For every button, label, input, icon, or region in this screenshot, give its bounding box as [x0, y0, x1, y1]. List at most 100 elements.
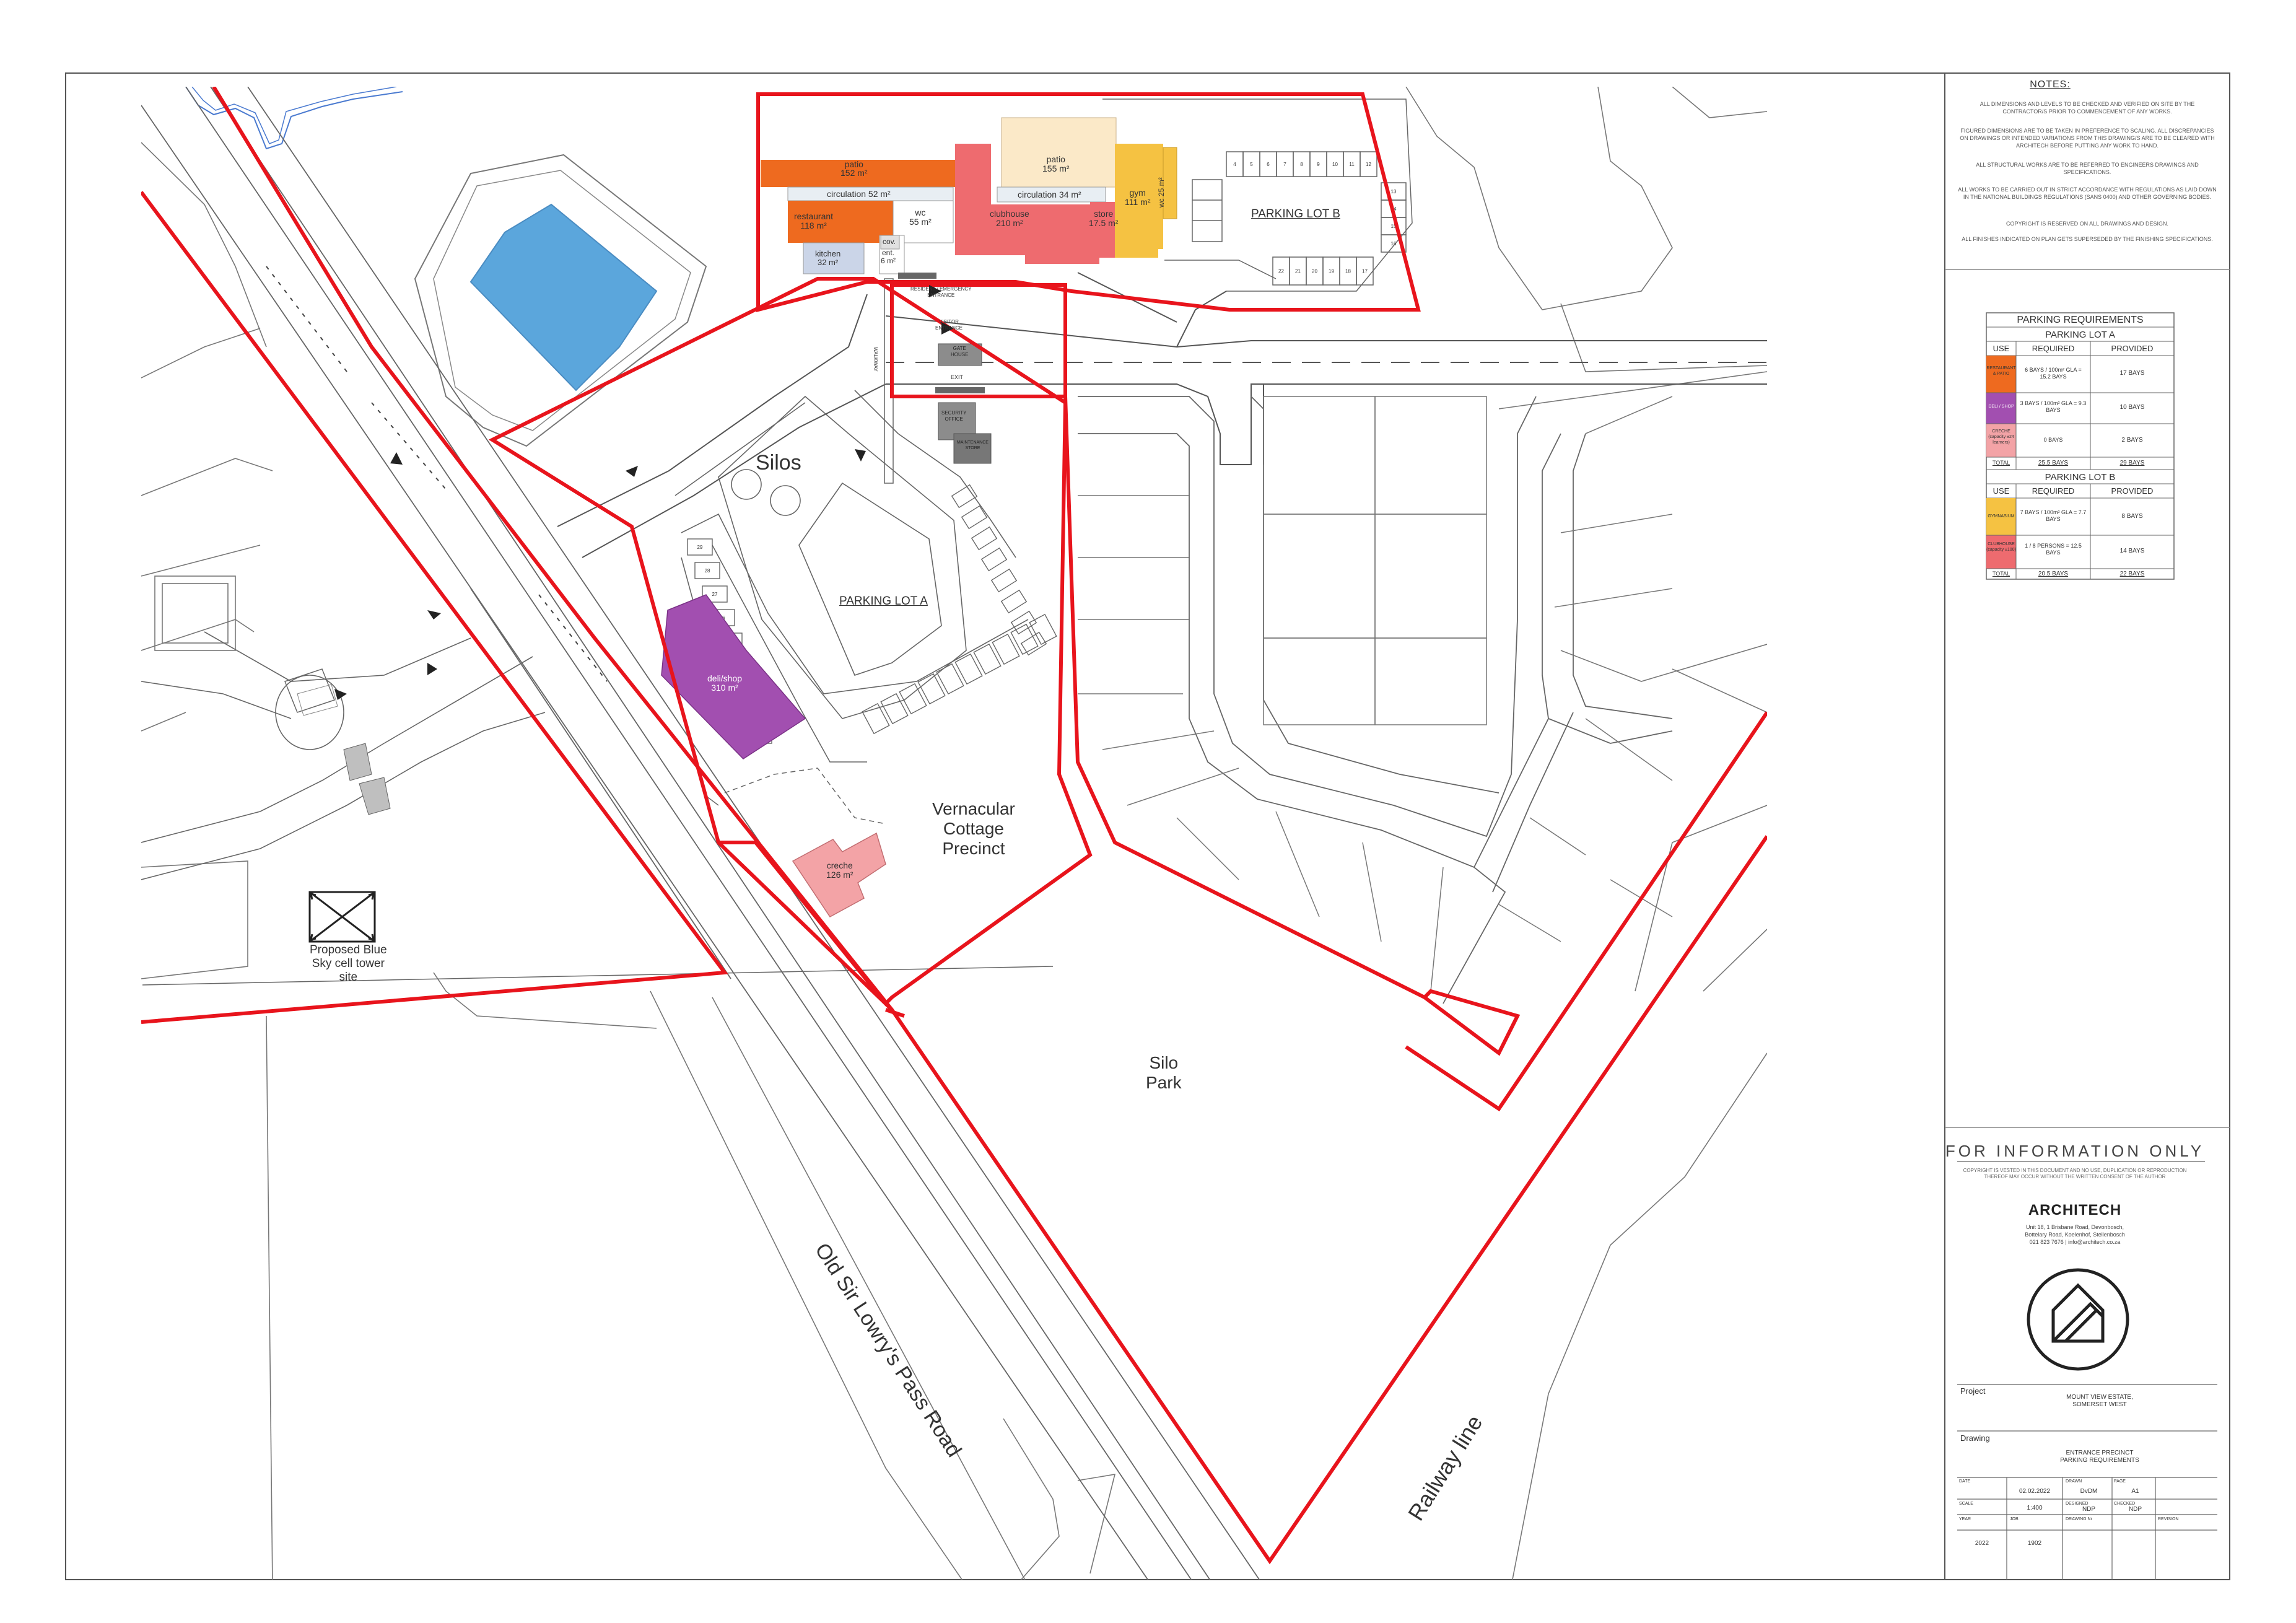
bay-number: 6 — [1267, 162, 1270, 167]
bay-number: 5 — [1250, 162, 1253, 167]
gatehouse-label: GATE HOUSE — [951, 346, 969, 357]
scale-label: SCALE — [1959, 1502, 1973, 1506]
year-label: YEAR — [1959, 1517, 1971, 1521]
wc-right — [1163, 147, 1177, 219]
cov-label: cov. — [883, 237, 896, 246]
note-2: FIGURED DIMENSIONS ARE TO BE TAKEN IN PR… — [1960, 128, 2215, 149]
for-information-only: FOR INFORMATION ONLY — [1945, 1142, 2205, 1160]
row-b2-req: 1 / 8 PERSONS = 12.5 BAYS — [2025, 543, 2082, 556]
lot-a-title: PARKING LOT A — [2045, 330, 2115, 340]
page-label: PAGE — [2114, 1479, 2126, 1484]
parking-bay — [973, 643, 1002, 675]
maintenance-label: MAINTENANCE STORE — [957, 440, 989, 450]
deli-shop-block — [661, 594, 806, 759]
parking-bay — [880, 693, 909, 725]
security-label: SECURITY OFFICE — [941, 410, 967, 422]
property-lines — [141, 87, 1767, 1580]
parking-bay — [1029, 613, 1057, 645]
swimming-pool — [469, 203, 658, 392]
parking-bay — [1010, 610, 1037, 635]
bay-number: 27 — [712, 592, 718, 597]
note-1: ALL DIMENSIONS AND LEVELS TO BE CHECKED … — [1980, 101, 2195, 115]
bay-number: 4 — [1233, 162, 1236, 167]
parking-bay: 28 — [694, 562, 720, 579]
visitor-entrance-label: VISITOR ENTRANCE — [935, 319, 963, 331]
circulation-right — [997, 186, 1106, 203]
row-a3-prov: 2 BAYS — [2121, 437, 2143, 444]
notes-title: NOTES: — [2030, 79, 2071, 90]
header-use: USE — [1993, 344, 2010, 353]
parking-bay — [951, 484, 978, 509]
restaurant-block — [788, 201, 893, 243]
drawing-name: ENTRANCE PRECINCT PARKING REQUIREMENTS — [2060, 1450, 2139, 1464]
row-a3-req: 0 BAYS — [2043, 437, 2063, 443]
date-label: DATE — [1959, 1479, 1971, 1484]
lot-b-title: PARKING LOT B — [2045, 472, 2116, 483]
residential-roads — [1078, 396, 1673, 1004]
row-a1-use: RESTAURANT & PATIO — [1986, 366, 2016, 376]
pool-area — [414, 154, 707, 447]
boundary-lines — [141, 87, 1767, 1565]
parking-bay — [971, 526, 998, 551]
header-provided: PROVIDED — [2111, 344, 2154, 353]
walkway-label: WALKWAY — [873, 347, 878, 372]
bay-number: 9 — [1317, 162, 1320, 167]
ent-label: ent.6 m² — [881, 248, 896, 265]
drawing-no-label: DRAWING Nr — [2066, 1517, 2092, 1521]
bay-number: 7 — [1283, 162, 1286, 167]
firm-name: ARCHITECH — [2028, 1202, 2122, 1218]
bay-number: 18 — [1345, 269, 1351, 274]
bay-number: 22 — [1278, 269, 1284, 274]
bay-number: 19 — [1329, 269, 1334, 274]
row-b2-prov: 14 BAYS — [2119, 548, 2145, 554]
bay-number: 10 — [1332, 162, 1338, 167]
cell-tower-icon — [308, 891, 376, 943]
bay-number: 21 — [1295, 269, 1301, 274]
circulation-left-label: circulation 52 m² — [827, 189, 891, 199]
silo-left — [731, 469, 762, 500]
row-b2-use: CLUBHOUSE (capacity ±100) — [1986, 542, 2016, 552]
river-icon — [185, 87, 403, 150]
architech-logo-icon — [2027, 1268, 2129, 1371]
date-value: 02.02.2022 — [2019, 1488, 2051, 1495]
row-b1-prov: 8 BAYS — [2121, 513, 2143, 520]
checked-label: CHECKED — [2114, 1502, 2136, 1506]
total-b-prov: 22 BAYS — [2119, 571, 2145, 577]
header-required: REQUIRED — [2032, 344, 2075, 353]
creche-block — [792, 832, 886, 917]
total-a-req: 25.5 BAYS — [2038, 460, 2069, 466]
drawing-label: Drawing — [1960, 1433, 1990, 1443]
revision-label: REVISION — [2158, 1517, 2179, 1521]
clubhouse-block — [955, 144, 991, 255]
exit-label: EXIT — [951, 374, 964, 380]
job-label: JOB — [2010, 1517, 2019, 1521]
copyright-note: COPYRIGHT IS VESTED IN THIS DOCUMENT AND… — [1963, 1168, 2187, 1179]
parking-bay — [992, 633, 1020, 665]
bay-number: 20 — [1312, 269, 1317, 274]
bay-number: 8 — [1300, 162, 1303, 167]
bay-number: 29 — [697, 545, 703, 550]
west-gatehouse — [284, 668, 391, 815]
designed-value: NDP — [2082, 1506, 2096, 1513]
year-value: 2022 — [1975, 1540, 1989, 1547]
drawn-label: DRAWN — [2066, 1479, 2082, 1484]
parking-title: PARKING REQUIREMENTS — [2017, 315, 2144, 325]
bay-number: 15 — [1391, 224, 1397, 229]
page-value: A1 — [2131, 1488, 2139, 1495]
row-a2-prov: 10 BAYS — [2119, 404, 2145, 411]
circulation-right-label: circulation 34 m² — [1018, 190, 1081, 199]
parking-bay — [917, 673, 946, 705]
parking-bay: 16 — [1381, 234, 1407, 253]
vernacular-label: Vernacular Cottage Precinct — [932, 799, 1015, 858]
note-6: ALL FINISHES INDICATED ON PLAN GETS SUPE… — [1962, 236, 2213, 242]
clubhouse-cluster — [761, 117, 1177, 274]
patio-left — [761, 160, 957, 187]
silo-park-label: Silo Park — [1146, 1053, 1182, 1092]
